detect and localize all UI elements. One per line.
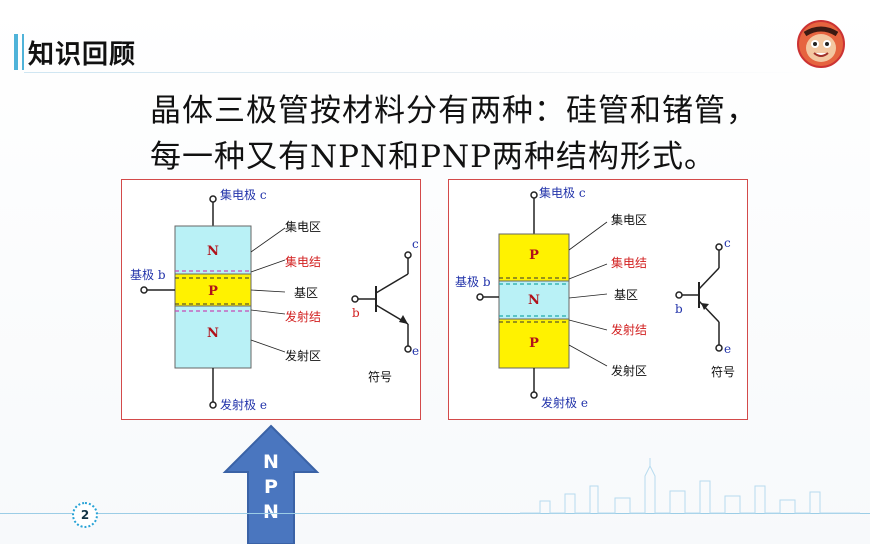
npn-symbol-e-label: e <box>412 344 420 358</box>
npn-arrow-letter-2: P <box>264 476 278 498</box>
npn-base-terminal-label: 基极 b <box>130 268 166 282</box>
pnp-collector-junction-label: 集电结 <box>611 256 648 270</box>
pnp-layer-emitter: P <box>529 335 539 351</box>
npn-structure-panel: N P N 集电极 c 基极 b 发射极 e 集电区 集电结 基区 发射结 发射… <box>121 179 421 420</box>
npn-layer-collector: N <box>207 243 219 259</box>
npn-symbol-caption: 符号 <box>368 370 393 384</box>
pnp-base-terminal-label: 基极 b <box>455 275 491 289</box>
title-accent-bar <box>14 34 18 70</box>
npn-emitter-region-label: 发射区 <box>285 349 322 363</box>
npn-layer-emitter: N <box>207 325 219 341</box>
intro-line-1: 晶体三极管按材料分有两种：硅管和锗管， <box>150 93 758 129</box>
npn-arrow-letter-3: N <box>263 501 279 523</box>
pnp-symbol-caption: 符号 <box>711 365 736 379</box>
title-divider <box>24 72 824 73</box>
npn-layer-base: P <box>208 283 218 299</box>
pnp-symbol-b-label: b <box>675 302 683 316</box>
npn-emitter-junction-label: 发射结 <box>285 310 322 324</box>
page-number: 2 <box>72 502 98 528</box>
section-title: 知识回顾 <box>28 40 137 70</box>
npn-symbol-b-label: b <box>352 306 360 320</box>
npn-collector-region-label: 集电区 <box>285 220 322 234</box>
npn-collector-junction-label: 集电结 <box>285 255 322 269</box>
intro-text: 晶体三极管按材料分有两种：硅管和锗管， 每一种又有NPN和PNP两种结构形式。 <box>150 88 758 180</box>
pnp-layer-base: N <box>528 292 540 308</box>
pnp-collector-terminal-label: 集电极 c <box>539 186 586 200</box>
pnp-layer-collector: P <box>529 247 539 263</box>
intro-line-2: 每一种又有NPN和PNP两种结构形式。 <box>150 139 716 175</box>
pnp-symbol-c-label: c <box>724 236 731 250</box>
npn-arrow-letter-1: N <box>263 451 279 473</box>
npn-emitter-terminal-label: 发射极 e <box>220 398 267 412</box>
pnp-diagram <box>476 191 723 399</box>
city-skyline-decoration <box>520 458 860 514</box>
pnp-symbol <box>675 243 723 352</box>
footer-line <box>0 513 870 514</box>
npn-symbol <box>351 251 412 353</box>
pnp-emitter-junction-label: 发射结 <box>611 323 648 337</box>
pnp-structure-panel: P N P 集电极 c 基极 b 发射极 e 集电区 集电结 基区 发射结 发射… <box>448 179 748 420</box>
pnp-emitter-region-label: 发射区 <box>611 364 648 378</box>
npn-symbol-c-label: c <box>412 237 419 251</box>
mascot-avatar <box>797 20 845 68</box>
npn-arrow-callout: N P N <box>222 424 320 544</box>
pnp-collector-region-label: 集电区 <box>611 213 648 227</box>
npn-collector-terminal-label: 集电极 c <box>220 188 267 202</box>
title-accent-bar-thin <box>22 34 24 70</box>
npn-diagram <box>140 195 412 409</box>
pnp-emitter-terminal-label: 发射极 e <box>541 396 588 410</box>
pnp-symbol-e-label: e <box>724 342 732 356</box>
npn-base-region-label: 基区 <box>294 286 319 300</box>
pnp-base-region-label: 基区 <box>614 288 639 302</box>
